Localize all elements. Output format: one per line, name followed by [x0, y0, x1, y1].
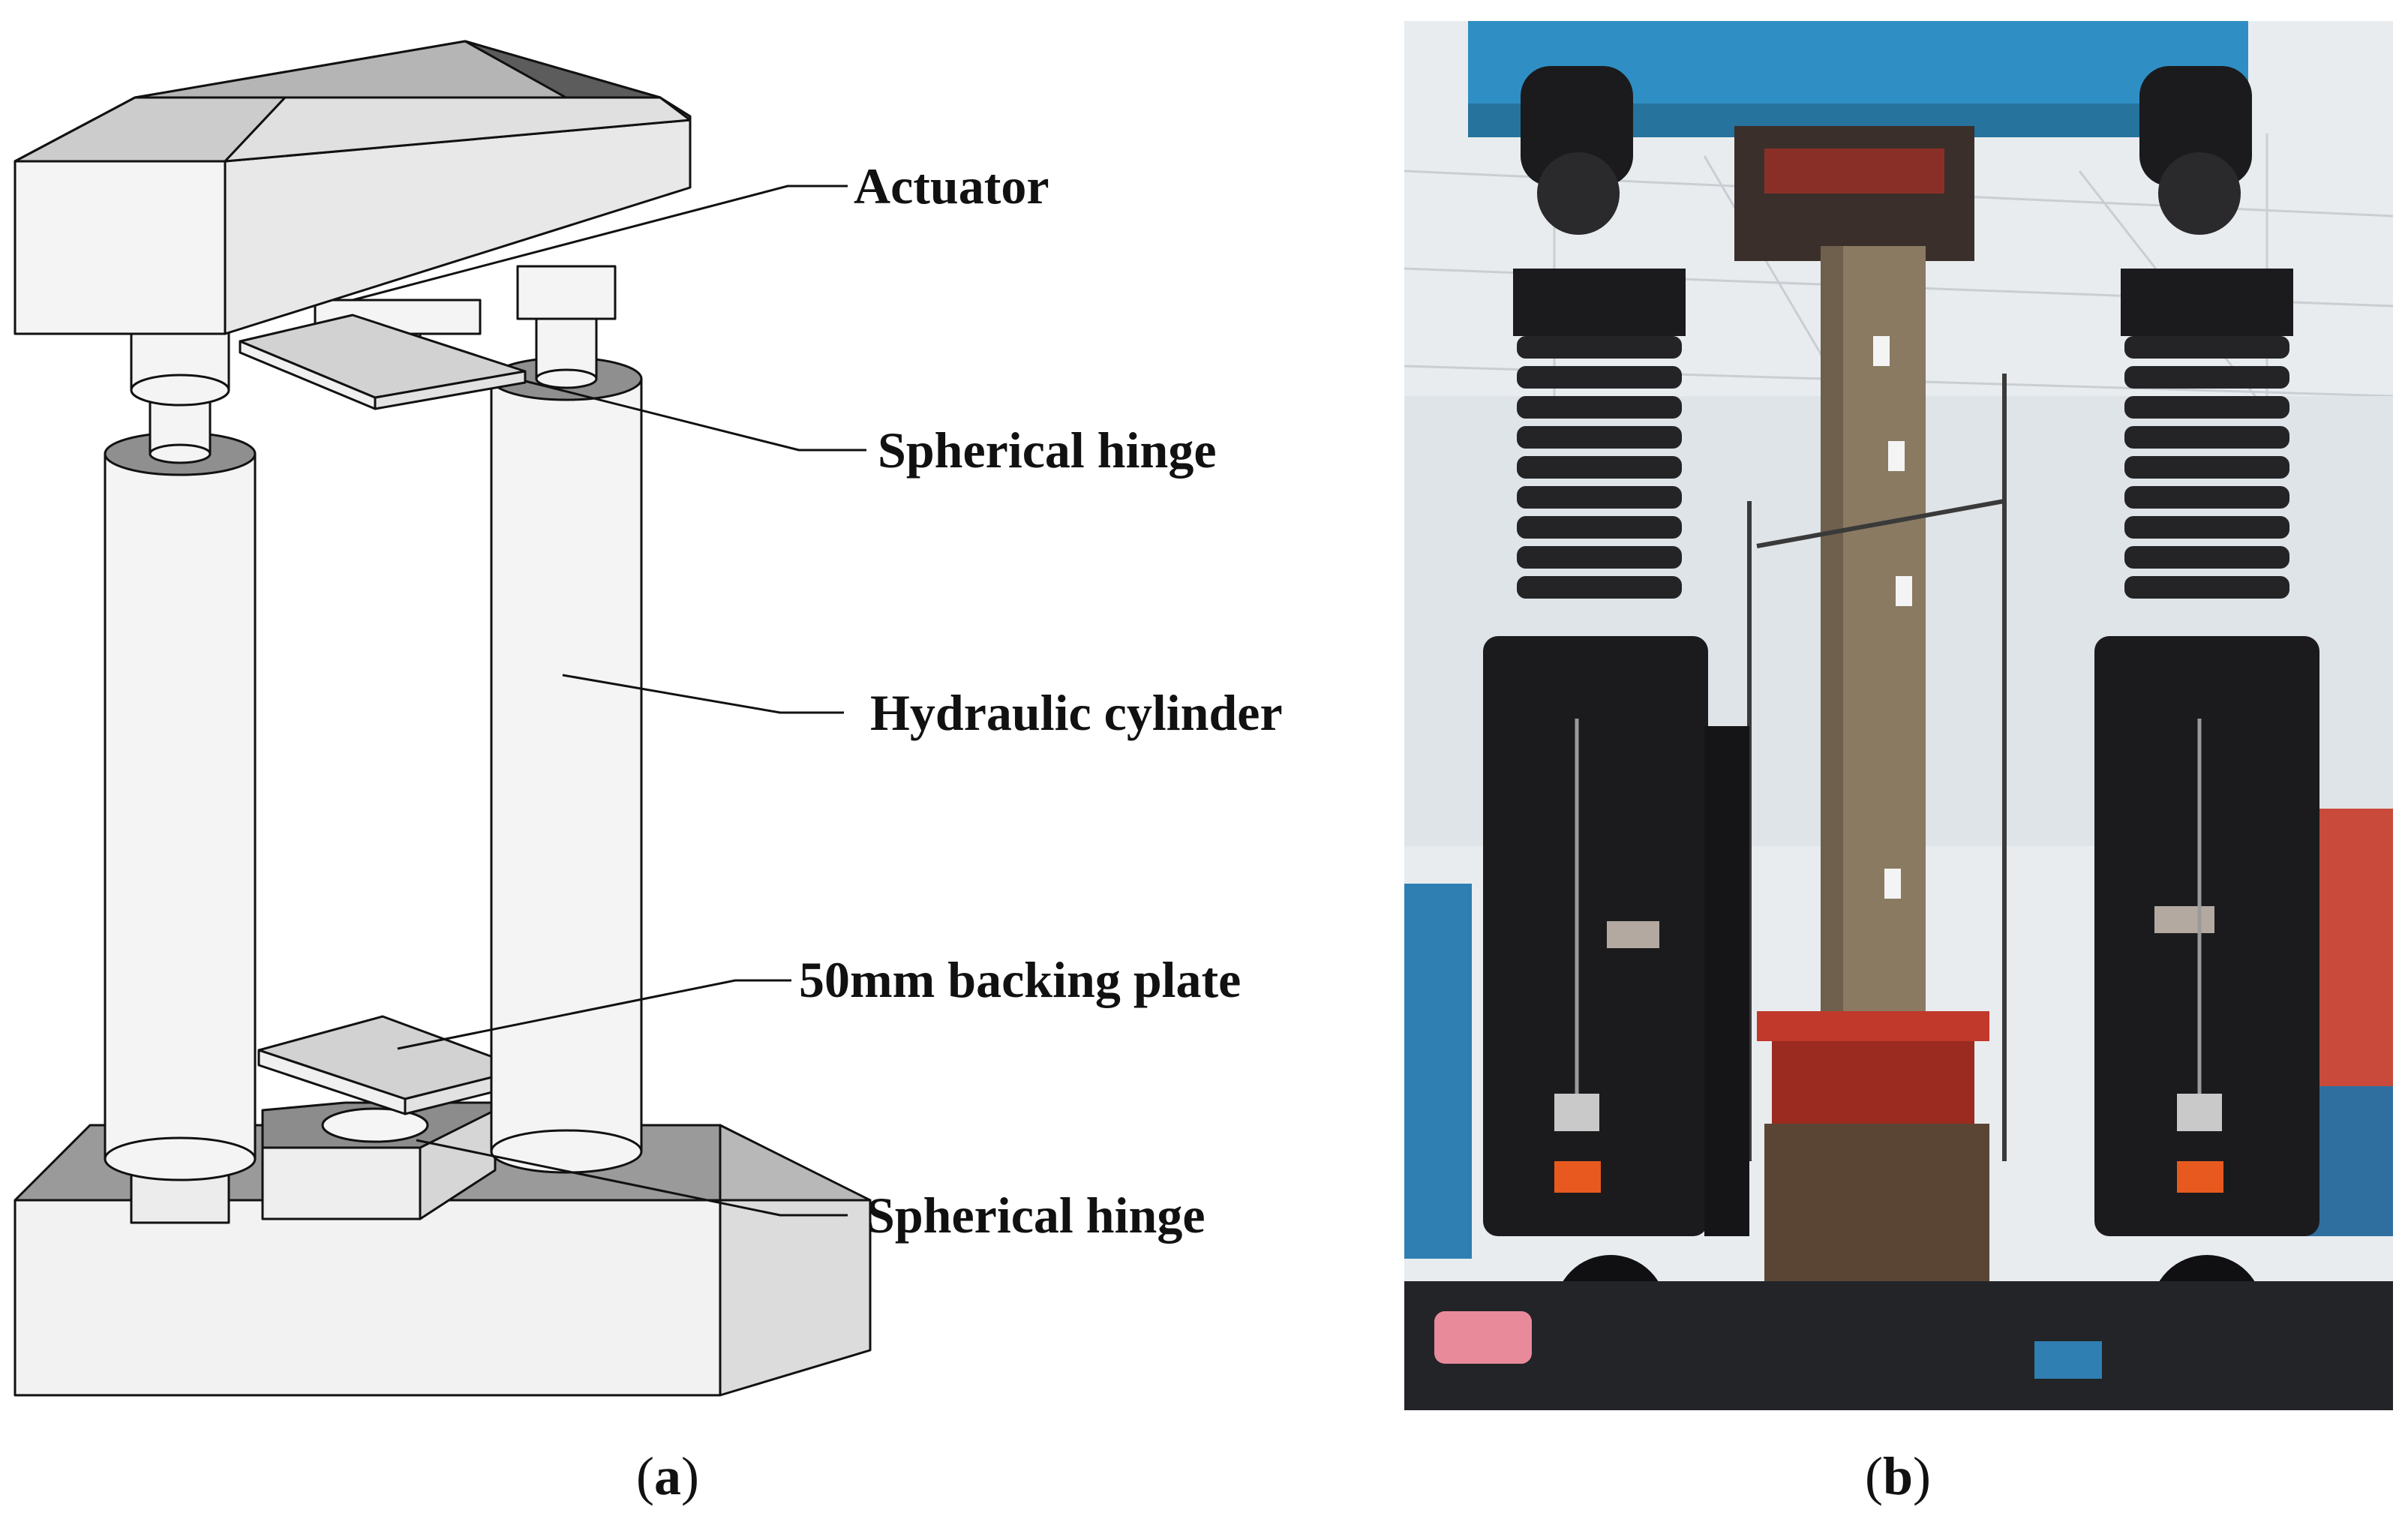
label-actuator: Actuator	[854, 158, 1049, 215]
leader-hydraulic-cylinder	[562, 674, 844, 714]
label-hydraulic-cylinder: Hydraulic cylinder	[870, 684, 1283, 741]
left-hydraulic-cylinder-photo	[1483, 66, 1749, 1367]
leader-spherical-hinge-top	[524, 380, 866, 452]
leader-backing-plate	[397, 979, 791, 1050]
pink-stool	[1434, 1311, 1532, 1364]
leader-actuator	[352, 185, 848, 302]
actuator-beam	[14, 40, 692, 335]
floor	[1404, 1281, 2393, 1410]
left-cylinder	[104, 314, 257, 1224]
label-backing-plate: 50mm backing plate	[799, 951, 1242, 1008]
caption-a: (a)	[636, 1446, 699, 1506]
upper-spherical-hinge	[239, 299, 527, 410]
leader-spherical-hinge-bottom	[416, 1139, 848, 1217]
schematic-drawing	[14, 40, 872, 1397]
label-spherical-hinge-top: Spherical hinge	[878, 422, 1217, 479]
strain-gauges	[1873, 336, 1912, 899]
label-spherical-hinge-bottom: Spherical hinge	[866, 1187, 1206, 1244]
test-setup-photo	[1404, 21, 2393, 1410]
right-cylinder	[490, 265, 643, 1174]
backing-plate	[257, 1015, 527, 1115]
red-plate	[1757, 1011, 1989, 1041]
caption-b: (b)	[1864, 1446, 1932, 1506]
right-hydraulic-cylinder-photo	[2094, 66, 2319, 1367]
background-machine-blue	[1404, 884, 1472, 1259]
